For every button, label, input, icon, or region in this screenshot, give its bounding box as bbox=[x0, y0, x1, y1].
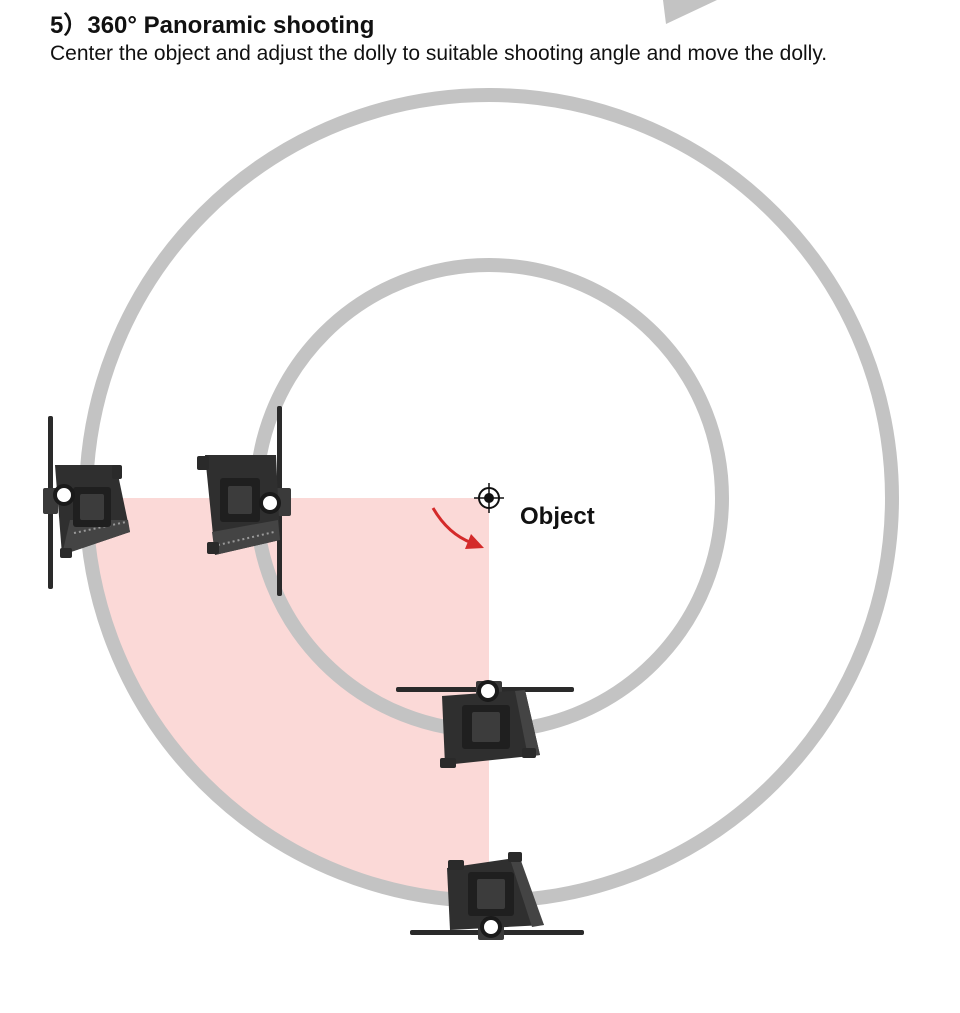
dolly-outer-left bbox=[43, 416, 130, 589]
corner-arrow-marker bbox=[663, 0, 717, 24]
shooting-sector bbox=[86, 498, 489, 901]
dolly-outer-bottom bbox=[410, 852, 584, 940]
instruction-text: Center the object and adjust the dolly t… bbox=[50, 42, 828, 65]
target-icon bbox=[474, 483, 504, 513]
page-title: 5）360° Panoramic shooting bbox=[50, 12, 375, 39]
rotation-arrow-head bbox=[465, 534, 484, 549]
object-label: Object bbox=[520, 503, 595, 530]
dolly-inner-bottom bbox=[396, 680, 574, 768]
dolly-inner-left bbox=[197, 406, 291, 596]
